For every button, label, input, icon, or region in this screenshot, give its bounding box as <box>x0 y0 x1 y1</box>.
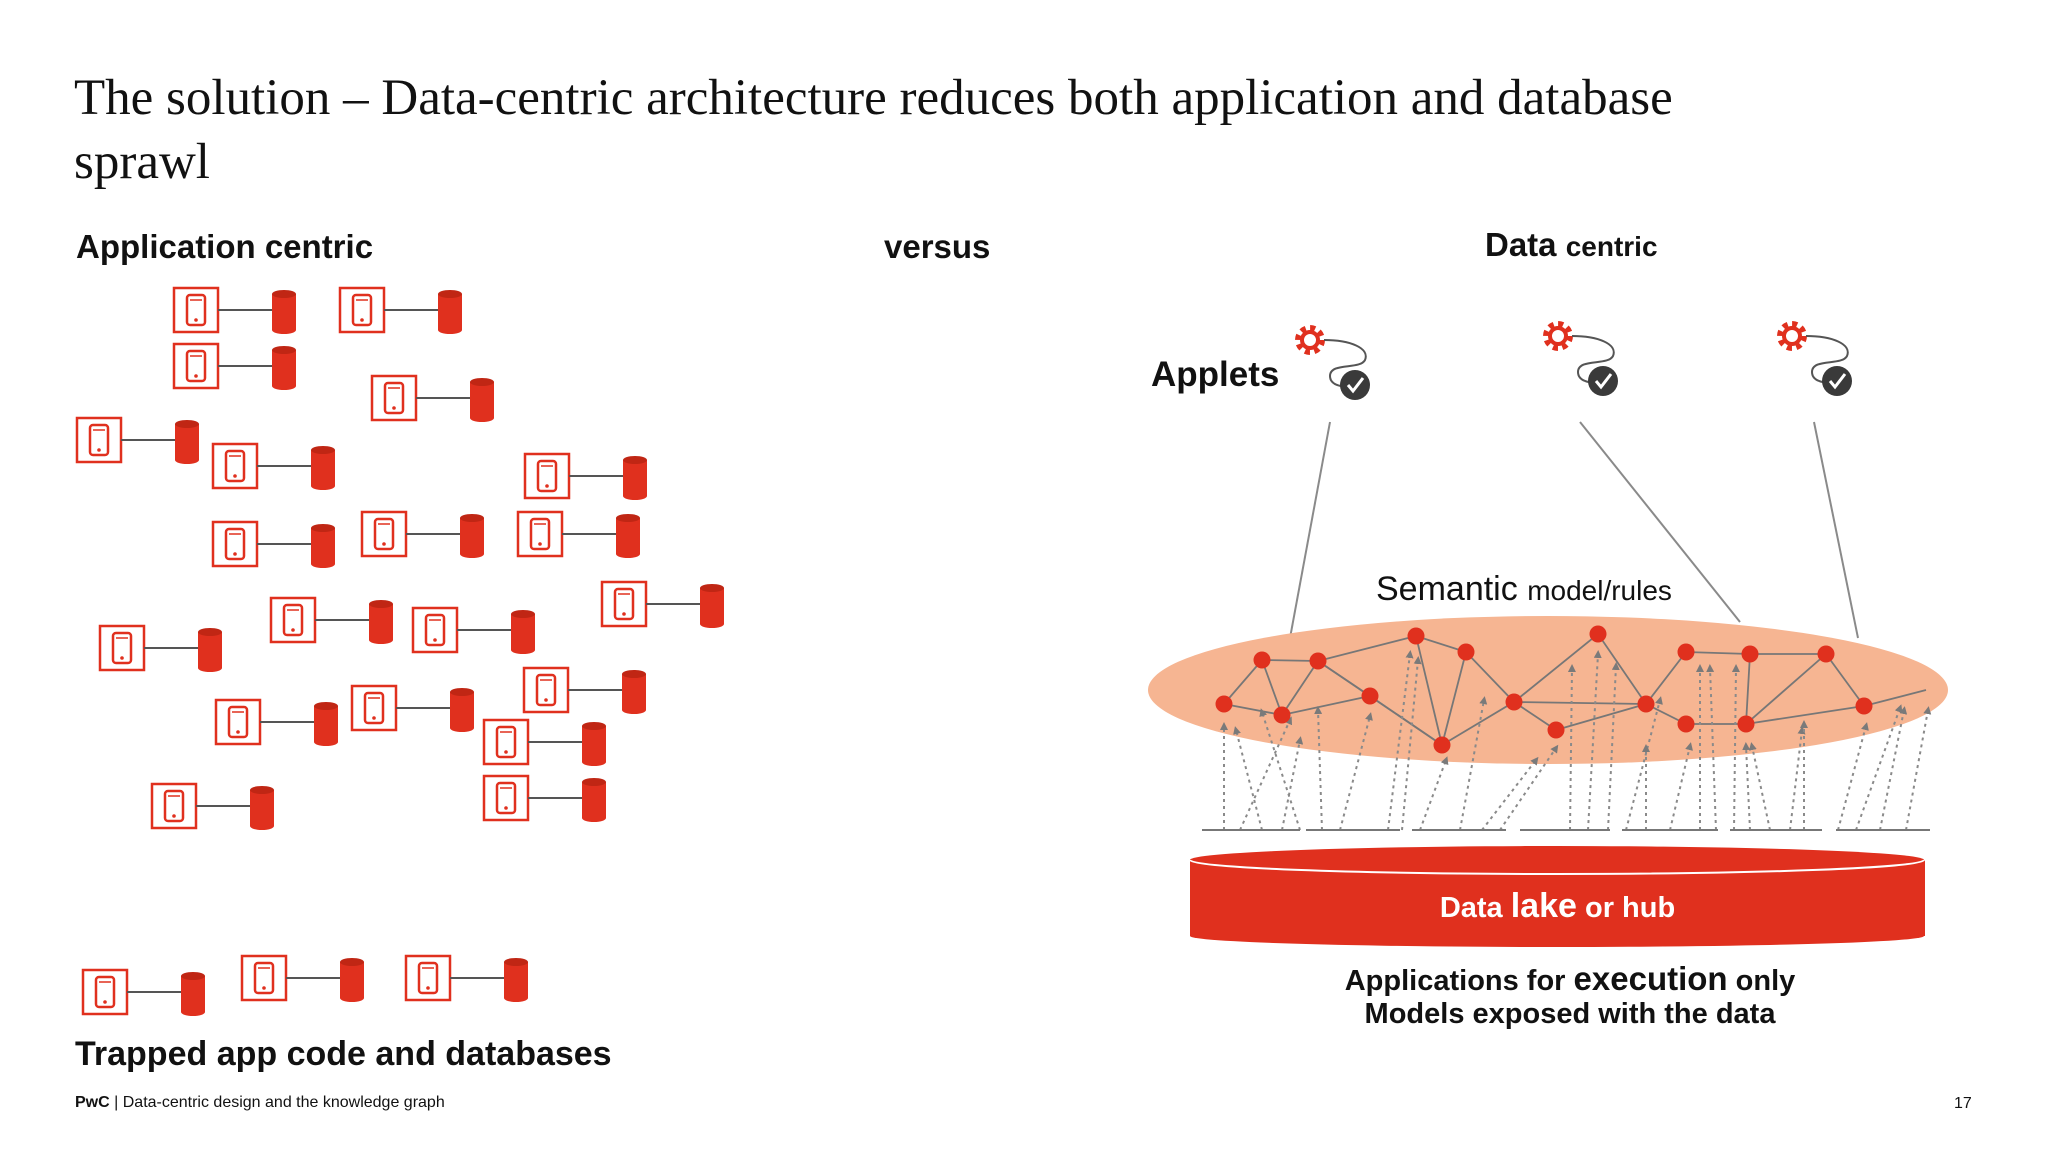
app-db-pair <box>516 510 642 560</box>
applets-label: Applets <box>1151 355 1280 394</box>
app-db-pair <box>98 624 224 674</box>
applet-gear-icon <box>1547 325 1618 396</box>
app-db-pair <box>240 954 366 1004</box>
data-centric-architecture <box>1148 325 1948 947</box>
app-db-pair <box>370 374 496 424</box>
applet-gear-icon <box>1299 329 1370 400</box>
app-db-pair <box>214 698 340 748</box>
semantic-model-ellipse <box>1148 616 1948 764</box>
caption-line1-a: Applications for <box>1344 965 1566 997</box>
lake-label-part1: Data <box>1439 892 1503 924</box>
data-centric-heading-sub: centric <box>1565 231 1658 262</box>
data-flow-arrows <box>1220 650 1932 831</box>
applet-connector-lines <box>1289 421 1859 639</box>
data-lake-label: Data lake or hub <box>1190 887 1925 926</box>
data-centric-heading-main: Data <box>1485 226 1557 263</box>
app-db-pair <box>411 606 537 656</box>
applet-gear-icon <box>1781 325 1852 396</box>
data-lake-cylinder <box>1189 846 1925 947</box>
lake-label-part2: lake <box>1510 887 1577 925</box>
caption-line1-c: only <box>1735 965 1796 997</box>
trapped-caption: Trapped app code and databases <box>75 1035 612 1073</box>
application-centric-cluster <box>75 286 726 1018</box>
app-db-pair <box>522 666 648 716</box>
application-centric-heading: Application centric <box>76 228 374 265</box>
app-db-pair <box>482 718 608 768</box>
app-db-pair <box>360 510 486 560</box>
app-db-pair <box>211 442 337 492</box>
semantic-model-label: Semantic model/rules <box>1376 570 1672 609</box>
footer-separator: | <box>114 1094 119 1111</box>
app-db-pair <box>81 968 207 1018</box>
app-db-pair <box>338 286 464 336</box>
app-db-pair <box>404 954 530 1004</box>
app-db-pair <box>269 596 395 646</box>
semantic-nodes <box>1215 625 1873 754</box>
app-db-pair <box>600 580 726 630</box>
data-centric-caption-line1: Applications for execution only <box>1230 960 1910 998</box>
app-db-pair <box>75 416 201 466</box>
data-centric-heading: Data centric <box>1485 226 1658 264</box>
footer-text: Data-centric design and the knowledge gr… <box>122 1094 445 1111</box>
semantic-label-sub: model/rules <box>1527 575 1672 606</box>
footer-brand: PwC <box>75 1094 110 1111</box>
app-db-pair <box>211 520 337 570</box>
semantic-network-edges <box>1223 632 1927 748</box>
lake-label-part3: or hub <box>1584 892 1676 924</box>
app-db-pair <box>172 342 298 392</box>
app-db-pair <box>523 452 649 502</box>
versus-heading: versus <box>884 228 991 265</box>
app-db-pair <box>350 684 476 734</box>
semantic-label-main: Semantic <box>1376 570 1518 608</box>
data-centric-caption-line2: Models exposed with the data <box>1364 998 1776 1030</box>
app-db-pair <box>150 782 276 832</box>
app-db-pair <box>482 774 608 824</box>
footer: PwC | Data-centric design and the knowle… <box>75 1094 445 1112</box>
app-db-pair <box>172 286 298 336</box>
slide-title: The solution – Data-centric architecture… <box>74 70 1673 190</box>
page-number: 17 <box>1954 1095 1972 1112</box>
caption-line1-b: execution <box>1573 960 1728 997</box>
